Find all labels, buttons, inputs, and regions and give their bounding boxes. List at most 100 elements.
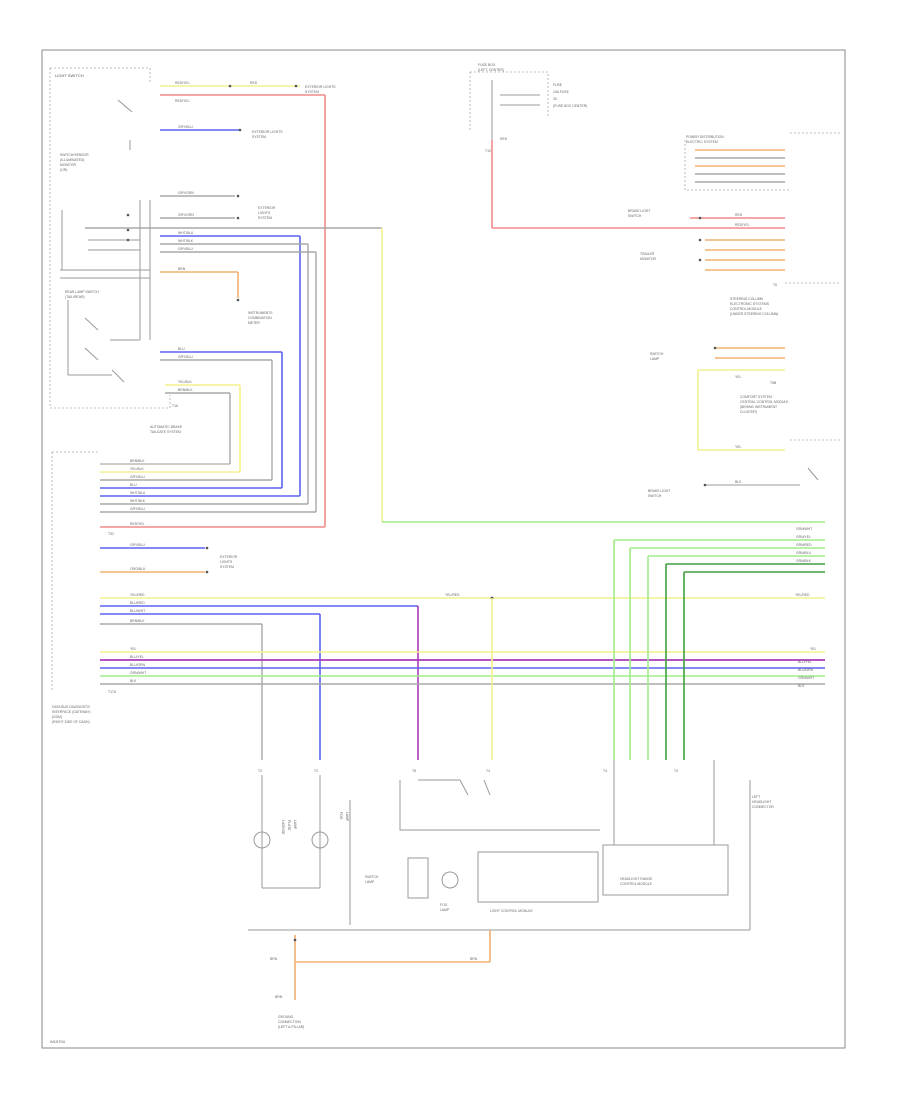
right-module: POWER DISTRIBUTION ELECTRIC SYSTEM BRAKE… [628,132,840,498]
mid-wire-yel-red: YEL/RED [445,593,460,597]
gw-wire-yel-blk: YEL/BLK [130,467,144,471]
wire-red-1: RED [250,81,258,85]
auto-tailgate-2: TAILGATE SYSTEM [150,430,181,434]
brake-light-1: BRAKE LIGHT [628,209,650,213]
right-module-1: STEERING COLUMN [730,297,764,301]
bus-right-blk: BLK [798,684,805,688]
gw-label-3: (DDM) [52,715,62,719]
fuse-line-1: FUSE [553,83,563,87]
switch-text-2: (ILLUMINATED) [60,158,84,162]
rm-wire-yel-2: YEL [735,445,742,449]
light-switch-label: LIGHT SWITCH [55,73,84,78]
auto-tailgate-1: AUTOMATIC BRAKE [150,425,183,429]
ext-lights-bottom-1: EXTERIOR [220,555,238,559]
hl-module-2: CONTROL MODULE [620,882,653,886]
right-module-4: (UNDER STEERING COLUMN) [730,312,778,316]
ext-lights-label-3c: SYSTEM [258,216,272,220]
trailer-mon-2: MONITOR [640,257,656,261]
right-wire-yel-red: YEL/RED [795,593,810,597]
fog-bottom-1: FOG [440,903,448,907]
wire-gry-grn-2: GRY/GRN [178,213,194,217]
gw-wire-blu: BLU [130,483,137,487]
gw-wire-gry-blu-2: GRY/BLU [130,507,145,511]
gw-wire-gry-blu: GRY/BLU [130,475,145,479]
brake-light-sw-1: BRAKE LIGHT [648,489,670,493]
hl-conn-3: CONNECTOR [752,805,774,809]
gw-label-4: (RIGHT SIDE OF DASH) [52,720,90,724]
pin-t10-fuse: T10 [485,149,491,153]
pin-t32: T32 [108,532,114,536]
rm-wire-yel: YEL [735,375,742,379]
bus-right-blu-grn: BLU/GRN [798,668,814,672]
wire-gry-blu-3: GRY/BLU [178,355,193,359]
instrument-label-2: COMBINATION [248,316,272,320]
bus-wire-grn-wht: GRN/WHT [130,671,146,675]
rear-lamps-label-1: REAR LAMP SWITCH [65,290,99,294]
fog-lamp-1: FOG [339,812,343,820]
ext-lights-bottom-3: SYSTEM [220,565,234,569]
rear-lamps-label-2: (TAIL/REAR) [65,295,85,299]
gw-wire-yel-red: YEL/RED [130,593,145,597]
gw-wire-gry-blu-3: GRY/BLU [130,543,145,547]
green-wire-grn-blu: GRN/BLU [796,551,812,555]
diagram-frame [41,49,846,1049]
ext-lights-label-1a: EXTERIOR LIGHTS [305,85,336,89]
fog-lamp-2: LAMP [345,812,349,822]
fog-bottom-2: LAMP [440,908,450,912]
ext-lights-label-1b: SYSTEM [305,90,319,94]
lamp-sw-bottom-2: LAMP [365,880,375,884]
lamp-switch-1: SWITCH [650,352,664,356]
rm-wire-red-yel: RED/YEL [735,223,750,227]
green-wire-grn-wht: GRN/WHT [796,527,812,531]
light-control-module: LIGHT CONTROL MODULE [490,909,534,913]
fuse-box-label-1: FUSE BOX [478,63,496,67]
wire-brn-blk-1: BRN/BLK [178,388,193,392]
comfort-4: CLUSTER) [740,410,757,414]
comfort-1: COMFORT SYSTEM [740,395,772,399]
bottom-components: T2 T2 T8 T4 T4 T4 LICENSE PLATE LAMP FOG… [248,760,774,1029]
ground-label-2: CONNECTION [278,1020,301,1024]
bus-wire-yel: YEL [130,647,137,651]
ext-lights-label-2a: EXTERIOR LIGHTS [252,130,283,134]
hl-module-1: HEADLIGHT RANGE [620,877,653,881]
gw-label-2: INTERFACE (GATEWAY) [52,710,91,714]
wire-yel-blk-1: YEL/BLK [178,380,192,384]
pin-t16-1: T16 [172,404,178,408]
fuse-line-4: (FUSE BOX CENTER) [553,104,587,108]
wire-red-yel-1: RED/YEL [175,81,190,85]
green-wire-grn-red: GRN/RED [796,543,812,547]
ext-lights-label-3b: LIGHTS [258,211,271,215]
conn-t2-1: T2 [258,769,262,773]
conn-t8: T8 [412,769,416,773]
lower-switch-wires: BLU GRY/BLU YEL/BLK BRN/BLK T16 AUTOMATI… [150,347,283,488]
conn-t4-3: T4 [674,769,678,773]
conn-t2-2: T2 [314,769,318,773]
comfort-2: CENTRAL CONTROL MODULE [740,400,789,404]
wire-gry-blu-1: GRY/BLU [178,125,193,129]
light-switch-box: LIGHT SWITCH SWITCH/SENSOR (ILLUMINATED)… [49,67,171,409]
gnd-wire-brn-3: BRN [275,995,283,999]
pin-t17a: T17A [108,690,117,694]
right-module-3: CONTROL MODULE [730,307,763,311]
hl-conn-1: LEFT [752,795,760,799]
rm-wire-red: RED [735,213,743,217]
ground-label-1: GROUND [278,1015,294,1019]
gnd-wire-brn-2: BRN [470,957,478,961]
fuse-line-2: 10A FUSE [553,90,570,94]
wire-red-yel-2: RED/YEL [175,99,190,103]
ext-lights-label-2b: SYSTEM [252,135,266,139]
ground-label-3: (LEFT A-PILLAR) [278,1025,304,1029]
gw-wire-wht-blk: WHT/BLK [130,499,146,503]
brake-light-2: SWITCH [628,214,642,218]
wire-wht-blk-1: WHT/BLK [178,239,194,243]
instrument-label-3: METER [248,321,260,325]
wire-brn-1: BRN [178,267,186,271]
left-lamp-2: PLATE [287,820,291,831]
hl-conn-2: HEADLIGHT [752,800,771,804]
bus-right-grn-wht: GRN/WHT [798,676,814,680]
switch-text-3: MONITOR [60,163,76,167]
bus-wire-blu-yel: BLU/YEL [130,655,144,659]
bus-wire-blu-grn: BLU/GRN [130,663,146,667]
conn-t4-2: T4 [603,769,607,773]
fuse-line-3: 30 [553,97,557,101]
